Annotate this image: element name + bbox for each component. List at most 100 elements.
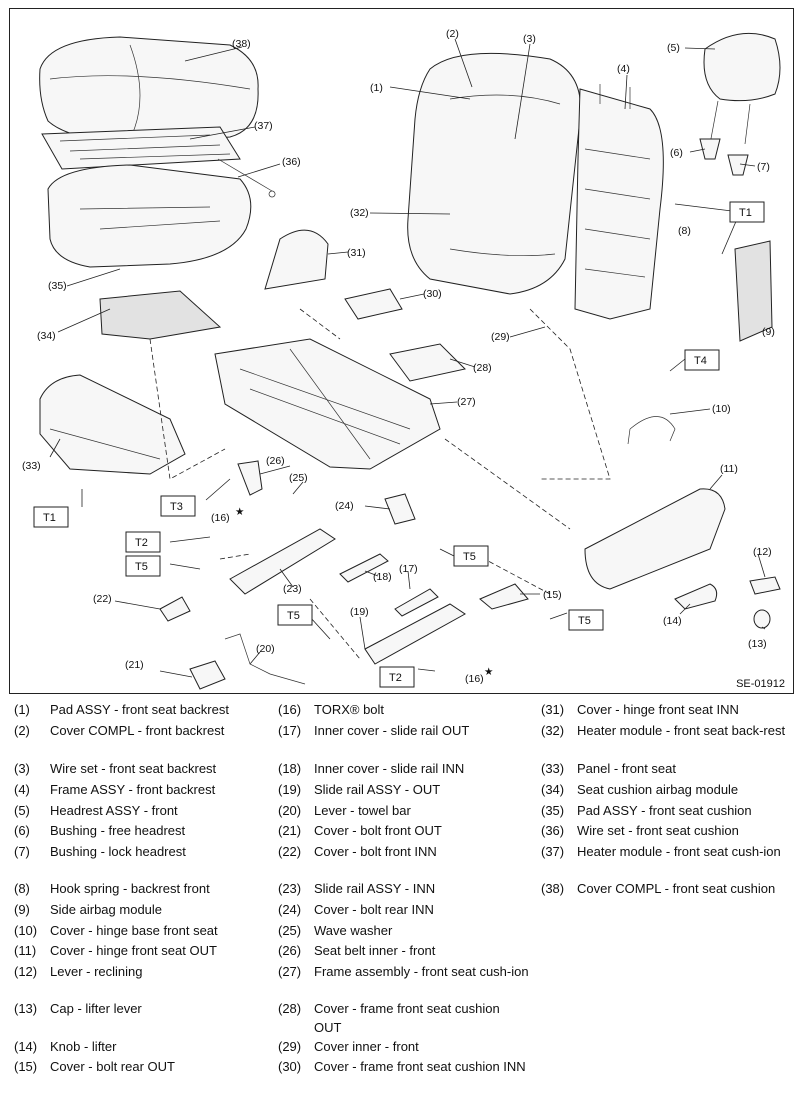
legend-item-name: Frame assembly - front seat cush-ion [314, 964, 529, 979]
callout-11: (11) [720, 463, 738, 475]
part-6-7-bushings [699, 138, 749, 176]
legend-item-name: Inner cover - slide rail OUT [314, 723, 470, 738]
legend-item-number: (38) [541, 881, 565, 896]
part-19-slide-rail-out [364, 603, 466, 665]
legend-item-name: Cover - hinge base front seat [50, 923, 218, 938]
torque-tag-t5-d: T5 [568, 609, 604, 631]
part-28-frame-cover-out [389, 343, 467, 382]
svg-text:T4: T4 [694, 355, 707, 367]
svg-text:T1: T1 [43, 512, 56, 524]
legend-item-name: Heater module - front seat back-rest [577, 723, 786, 738]
callout-labels: (1) (2) (3) (4) (5) (6) (7) (8) (9) (10)… [22, 28, 775, 685]
legend-item-number: (2) [14, 723, 30, 738]
legend-item: (22)Cover - bolt front INN [278, 842, 533, 879]
legend-item-number: (35) [541, 803, 565, 818]
callout-9: (9) [762, 326, 775, 338]
legend-item: (29)Cover inner - front [278, 1037, 533, 1057]
part-30-frame-cover-inn [344, 288, 403, 320]
part-21-22-bolt-covers [159, 596, 226, 690]
legend-item: (12)Lever - reclining [14, 962, 269, 999]
svg-text:T1: T1 [739, 207, 752, 219]
legend-item-name: Inner cover - slide rail INN [314, 761, 465, 776]
legend-item-number: (34) [541, 782, 565, 797]
callout-8: (8) [678, 225, 691, 237]
legend-item: (11)Cover - hinge front seat OUT [14, 941, 269, 962]
legend-item: (34)Seat cushion airbag module [541, 780, 796, 801]
callout-2: (2) [446, 28, 459, 40]
svg-text:T3: T3 [170, 501, 183, 513]
legend-item: (26)Seat belt inner - front [278, 941, 533, 962]
legend-item-number: (17) [278, 723, 302, 738]
legend-item: (6) Bushing - free headrest [14, 821, 269, 842]
legend-item: (27)Frame assembly - front seat cush-ion [278, 962, 533, 999]
torque-tag-t2-upper: T2 [125, 531, 161, 553]
part-20-towel-bar-lever [224, 633, 306, 685]
svg-text:T5: T5 [578, 615, 591, 627]
legend-item: (38)Cover COMPL - front seat cushion [541, 879, 796, 900]
legend-item-number: (14) [14, 1039, 38, 1054]
callout-24: (24) [335, 500, 354, 512]
callout-21: (21) [125, 659, 144, 671]
part-33-seat-panel [39, 374, 186, 475]
legend-item: (21) Cover - bolt front OUT [278, 821, 533, 842]
legend-item: (15)Cover - bolt rear OUT [14, 1057, 269, 1095]
legend-item-name: Cap - lifter lever [50, 1001, 142, 1016]
legend-item-name: Bushing - lock headrest [50, 844, 186, 859]
part-27-cushion-frame [214, 338, 441, 470]
legend-item: (23) Slide rail ASSY - INN [278, 879, 533, 900]
legend-item-number: (6) [14, 823, 30, 838]
legend-item-number: (4) [14, 782, 30, 797]
callout-6: (6) [670, 147, 683, 159]
legend-item-name: Seat belt inner - front [314, 943, 436, 958]
torque-tag-t1-right: T1 [729, 201, 765, 223]
legend-item-name: TORX® bolt [314, 702, 385, 717]
star-mark-upper: ★ [235, 506, 245, 518]
legend-item-name: Knob - lifter [50, 1039, 117, 1054]
legend-item: (30)Cover - frame front seat cushion INN [278, 1057, 533, 1095]
torque-tag-t5-c: T5 [277, 604, 313, 626]
legend-item-number: (28) [278, 1001, 302, 1016]
legend-item-number: (32) [541, 723, 565, 738]
legend-item: (37)Heater module - front seat cush-ion [541, 842, 796, 879]
callout-18: (18) [373, 571, 392, 583]
legend-item-name: Cover - bolt rear OUT [50, 1059, 175, 1074]
part-1-backrest-pad [407, 52, 582, 295]
legend-item-name: Cover - bolt front OUT [314, 823, 442, 838]
legend-item-number: (37) [541, 844, 565, 859]
legend-item: (14) Knob - lifter [14, 1037, 269, 1057]
part-38-cushion-cover [39, 36, 259, 145]
legend-item-number: (29) [278, 1039, 302, 1054]
part-14-lifter-knob [674, 583, 718, 610]
part-13-lifter-cap [753, 609, 771, 629]
callout-34: (34) [37, 330, 56, 342]
legend-item-name: Slide rail ASSY - INN [314, 881, 436, 896]
legend-item: (5)Headrest ASSY - front [14, 801, 269, 821]
legend-item: (17) Inner cover - slide rail OUT [278, 721, 533, 759]
legend-item-number: (1) [14, 702, 30, 717]
part-10-hinge-base-cover [627, 416, 676, 445]
legend-item-name: Cover - frame front seat cushion INN [314, 1059, 526, 1074]
legend-item-name: Slide rail ASSY - OUT [314, 782, 441, 797]
callout-32: (32) [350, 207, 369, 219]
legend-item: (19)Slide rail ASSY - OUT [278, 780, 533, 801]
legend-item-name: Wave washer [314, 923, 393, 938]
legend-item-number: (7) [14, 844, 30, 859]
legend-item-number: (36) [541, 823, 565, 838]
legend-item-number: (13) [14, 1001, 38, 1016]
legend-item-number: (21) [278, 823, 302, 838]
legend-item-name: Bushing - free headrest [50, 823, 186, 838]
legend-item-number: (31) [541, 702, 565, 717]
callout-25: (25) [289, 472, 308, 484]
legend-item: (28)Cover - frame front seat cushion OUT [278, 999, 533, 1037]
legend-item: (18)Inner cover - slide rail INN [278, 759, 533, 780]
callout-30: (30) [423, 288, 442, 300]
callout-29: (29) [491, 331, 510, 343]
legend-item-number: (23) [278, 881, 302, 896]
svg-text:T2: T2 [135, 537, 148, 549]
part-12-reclining-lever [749, 576, 781, 595]
callout-31: (31) [347, 247, 366, 259]
legend-item: (10)Cover - hinge base front seat [14, 921, 269, 941]
callout-3: (3) [523, 33, 536, 45]
svg-text:T5: T5 [135, 561, 148, 573]
legend-item-number: (3) [14, 761, 30, 776]
